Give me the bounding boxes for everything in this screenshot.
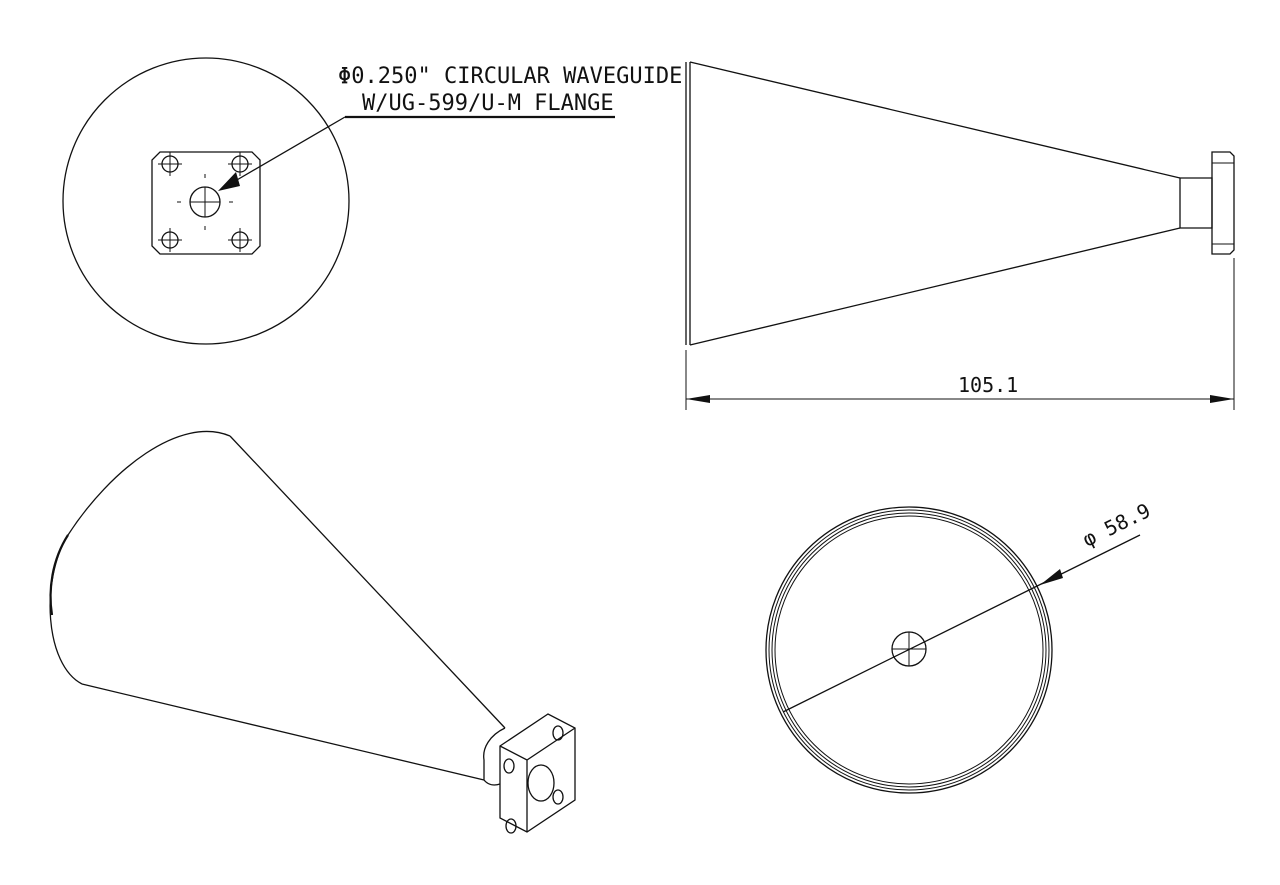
callout-text-line2: W/UG-599/U-M FLANGE: [362, 91, 614, 116]
callout-arrowhead: [218, 172, 240, 191]
side-view: 105.1: [685, 61, 1235, 410]
callout-leader: [229, 116, 346, 185]
diameter-arrowhead: [1040, 569, 1063, 585]
aperture-outer-circle: [765, 506, 1053, 794]
front-view: Φ0.250" CIRCULAR WAVEGUIDE W/UG-599/U-M …: [62, 57, 682, 345]
diameter-dimension-label: φ 58.9: [1079, 498, 1154, 551]
flange-side: [1211, 151, 1235, 255]
waveguide-neck: [1179, 177, 1213, 229]
iso-bolt-hole: [503, 758, 515, 774]
iso-flange: [499, 713, 576, 833]
iso-neck: [483, 727, 506, 786]
diameter-dimension-line: [782, 534, 1141, 713]
horn-lower-edge: [81, 683, 485, 781]
flange-outline: [151, 151, 261, 255]
isometric-view: [49, 430, 576, 834]
iso-bore: [527, 764, 555, 802]
horn-top-edge: [689, 61, 1181, 179]
aperture-wall-3: [774, 515, 1044, 785]
dim-arrow-left: [686, 395, 710, 403]
callout-text-line1: Φ0.250" CIRCULAR WAVEGUIDE: [338, 64, 682, 89]
flange-bolt-holes: [158, 152, 252, 252]
dim-arrow-right: [1210, 395, 1234, 403]
aperture-wall-1: [768, 509, 1050, 791]
bolt-circle-marks: [177, 174, 233, 230]
horn-bottom-edge: [689, 227, 1181, 346]
bore-centerline: [190, 187, 220, 217]
aperture-outline: [62, 57, 350, 345]
length-dimension-label: 105.1: [958, 373, 1018, 397]
aperture-wall-2: [771, 512, 1047, 788]
rear-view: φ 58.9: [765, 498, 1154, 794]
horn-aperture-rim: [49, 430, 231, 685]
horn-upper-edge: [229, 435, 506, 729]
